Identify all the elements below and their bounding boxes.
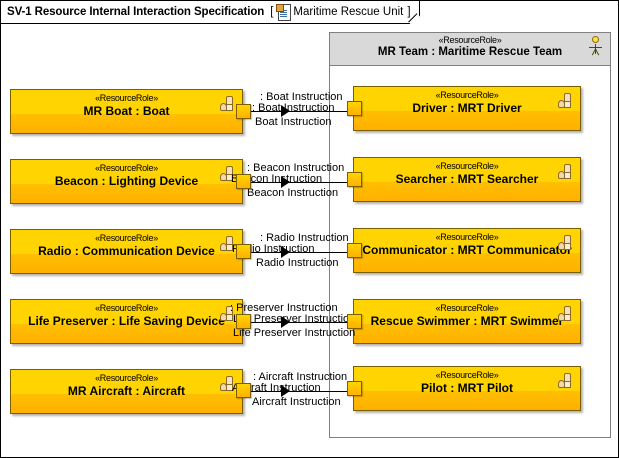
part-name: Driver : MRT Driver: [412, 101, 522, 115]
connector-label-beacon-top: : Beacon Instruction: [247, 162, 345, 174]
part-mr-aircraft[interactable]: «ResourceRole» MR Aircraft : Aircraft: [10, 369, 243, 414]
page-title: SV-1 Resource Internal Interaction Speci…: [7, 6, 265, 18]
connector-arrow-beacon: [281, 176, 290, 188]
part-communicator[interactable]: «ResourceRole» Communicator : MRT Commun…: [353, 228, 581, 273]
connector-label-boat-bottom: Boat Instruction: [255, 116, 332, 128]
connector-arrow-life-preserver: [281, 316, 290, 328]
part-stereotype: «ResourceRole»: [435, 90, 499, 100]
part-name: Radio : Communication Device: [38, 244, 215, 258]
part-name: Beacon : Lighting Device: [54, 174, 199, 188]
resource-role-icon: [558, 93, 574, 109]
resource-role-icon: [558, 373, 574, 389]
resource-icon-part-c: [564, 243, 571, 250]
part-beacon[interactable]: «ResourceRole» Beacon : Lighting Device: [10, 159, 243, 204]
connector-arrow-boat: [281, 105, 290, 117]
connector-label-radio-bottom: Radio Instruction: [256, 257, 339, 269]
part-stereotype: «ResourceRole»: [95, 93, 158, 103]
resource-icon-part-c: [226, 314, 233, 321]
part-rescue-swimmer[interactable]: «ResourceRole» Rescue Swimmer : MRT Swim…: [353, 299, 581, 344]
container-name: MR Team : Maritime Rescue Team: [377, 46, 563, 58]
diagram-title-bar: SV-1 Resource Internal Interaction Speci…: [1, 1, 420, 24]
connector-label-beacon-bottom: Beacon Instruction: [247, 187, 339, 199]
part-stereotype: «ResourceRole»: [95, 233, 158, 243]
actor-leg-right: [595, 48, 600, 56]
connector-label-radio-top: : Radio Instruction: [260, 232, 349, 244]
part-mr-boat[interactable]: «ResourceRole» MR Boat : Boat: [10, 89, 243, 134]
resource-role-icon: [558, 164, 574, 180]
resource-icon-part-c: [564, 172, 571, 179]
actor-icon: [588, 36, 602, 60]
part-stereotype: «ResourceRole»: [95, 303, 158, 313]
part-searcher[interactable]: «ResourceRole» Searcher : MRT Searcher: [353, 157, 581, 202]
connector-label-life-preserver-bottom: Life Preserver Instruction: [233, 327, 356, 339]
connector-label-boat-mid: : Boat Instruction: [252, 102, 335, 114]
part-name: Communicator : MRT Communicator: [362, 243, 572, 257]
port-life-preserver[interactable]: [236, 314, 251, 329]
resource-icon-part-c: [564, 314, 571, 321]
connector-label-life-preserver-mid: Life Preserver Instruction: [233, 313, 356, 325]
container-stereotype: «ResourceRole»: [438, 35, 502, 45]
connector-line-life-preserver[interactable]: [249, 322, 355, 323]
part-stereotype: «ResourceRole»: [95, 373, 158, 383]
connector-label-life-preserver-top: : Preserver Instruction: [230, 302, 338, 314]
connector-arrow-radio: [281, 246, 290, 258]
part-stereotype: «ResourceRole»: [435, 370, 499, 380]
resource-icon-part-c: [226, 244, 233, 251]
connector-line-boat[interactable]: [249, 111, 355, 112]
resource-icon-part-c: [564, 381, 571, 388]
port-radio[interactable]: [236, 244, 251, 259]
part-pilot[interactable]: «ResourceRole» Pilot : MRT Pilot: [353, 366, 581, 411]
part-life-preserver[interactable]: «ResourceRole» Life Preserver : Life Sav…: [10, 299, 243, 344]
part-radio[interactable]: «ResourceRole» Radio : Communication Dev…: [10, 229, 243, 274]
port-mr-boat[interactable]: [236, 104, 251, 119]
port-communicator[interactable]: [347, 243, 362, 258]
resource-role-icon: [220, 376, 236, 392]
part-stereotype: «ResourceRole»: [435, 232, 499, 242]
resource-role-icon: [558, 235, 574, 251]
part-stereotype: «ResourceRole»: [435, 303, 499, 313]
part-name: Searcher : MRT Searcher: [395, 172, 539, 186]
connector-line-radio[interactable]: [249, 252, 355, 253]
port-pilot[interactable]: [347, 381, 362, 396]
connector-label-beacon-mid: Beacon Instruction: [231, 173, 323, 185]
port-rescue-swimmer[interactable]: [347, 314, 362, 329]
resource-role-icon: [220, 96, 236, 112]
port-searcher[interactable]: [347, 172, 362, 187]
connector-label-aircraft-top: : Aircraft Instruction: [253, 371, 348, 383]
connector-label-radio-mid: Radio Instruction: [232, 243, 315, 255]
connector-label-boat-top: : Boat Instruction: [260, 91, 343, 103]
block-definition-icon: [276, 4, 292, 21]
part-name: MR Boat : Boat: [83, 104, 170, 118]
resource-role-icon: [558, 306, 574, 322]
connector-label-aircraft-mid: Aircraft Instruction: [232, 382, 321, 394]
port-driver[interactable]: [347, 101, 362, 116]
resource-icon-part-c: [564, 101, 571, 108]
doc-corner-badge: [276, 4, 285, 12]
part-name: Pilot : MRT Pilot: [421, 381, 513, 395]
part-name: MR Aircraft : Aircraft: [67, 384, 186, 398]
actor-head: [592, 36, 599, 43]
resource-role-icon: [220, 306, 236, 322]
resource-role-icon: [220, 166, 236, 182]
connector-line-beacon[interactable]: [249, 182, 355, 183]
resource-icon-part-c: [226, 104, 233, 111]
part-name: Life Preserver : Life Saving Device: [28, 314, 225, 328]
connector-label-aircraft-bottom: Aircraft Instruction: [252, 396, 341, 408]
connector-arrow-aircraft: [281, 385, 290, 397]
part-stereotype: «ResourceRole»: [95, 163, 158, 173]
port-mr-aircraft[interactable]: [236, 383, 251, 398]
diagram-subject-label: Maritime Rescue Unit: [293, 6, 404, 18]
part-driver[interactable]: «ResourceRole» Driver : MRT Driver: [353, 86, 581, 131]
resource-role-icon: [220, 236, 236, 252]
container-header: «ResourceRole» MR Team : Maritime Rescue…: [330, 33, 610, 66]
actor-arms: [589, 47, 602, 48]
part-stereotype: «ResourceRole»: [435, 161, 499, 171]
title-bracket-open: [: [270, 6, 274, 18]
resource-icon-part-c: [226, 174, 233, 181]
title-bracket-close: ]: [407, 6, 411, 18]
resource-icon-part-c: [226, 384, 233, 391]
part-name: Rescue Swimmer : MRT Swimmer: [370, 314, 564, 328]
connector-line-aircraft[interactable]: [249, 391, 355, 392]
port-beacon[interactable]: [236, 174, 251, 189]
